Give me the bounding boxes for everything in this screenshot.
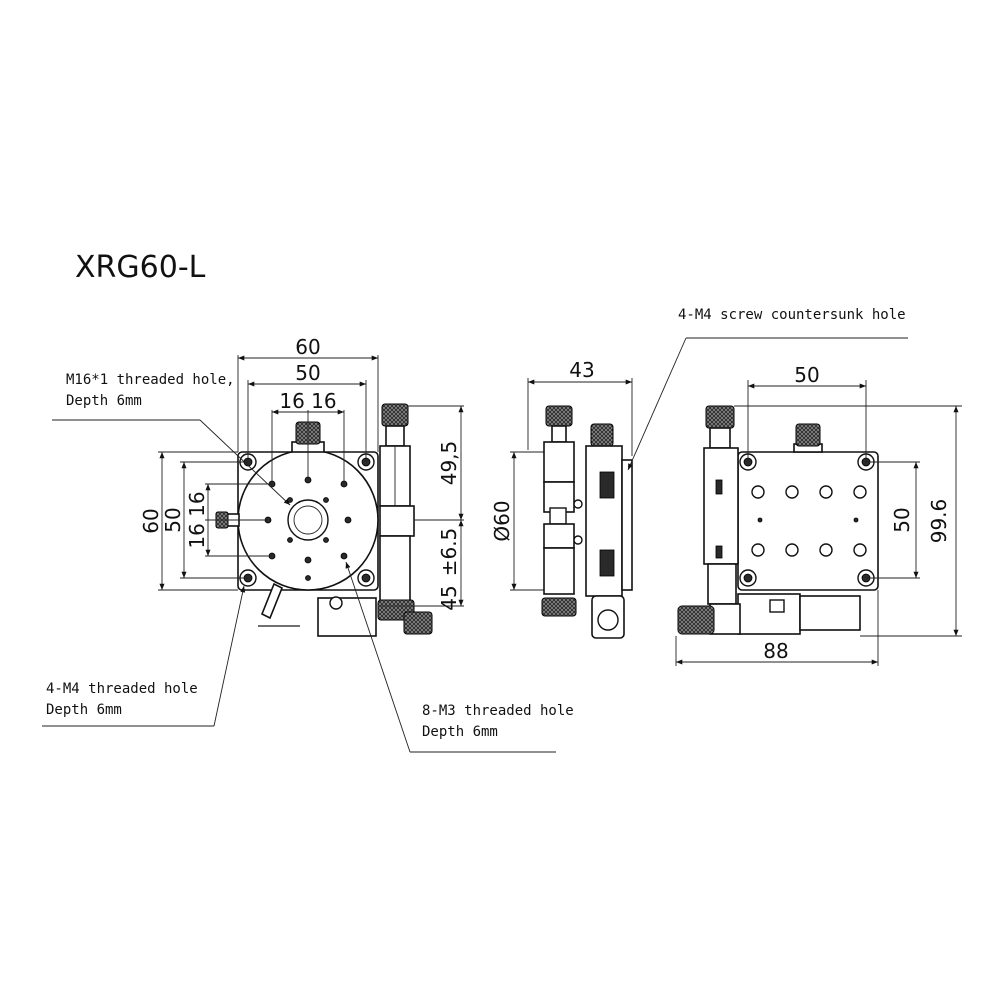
dim-height-16-16: 16 16 xyxy=(185,491,209,548)
rear-micrometer-thimble xyxy=(705,405,735,429)
callout-m16-text: M16*1 threaded hole, xyxy=(66,372,235,388)
side-block-3 xyxy=(543,523,575,549)
callout-m4-threaded: 4-M4 threaded hole Depth 6mm xyxy=(42,585,246,727)
center-hole-inner xyxy=(293,505,323,535)
side-lower-block xyxy=(543,547,575,595)
bottom-micrometer-knob xyxy=(403,611,433,635)
side-upper-block xyxy=(543,441,575,483)
dim-45: 45 xyxy=(437,585,461,610)
dim-height-60: 60 xyxy=(139,508,163,533)
drawing-title: XRG60-L xyxy=(75,250,206,285)
dim-rear-99-6: 99.6 xyxy=(927,499,951,544)
callout-m4-text: 4-M4 threaded hole xyxy=(46,681,198,697)
callout-m3-depth: Depth 6mm xyxy=(422,724,498,740)
dim-depth-43: 43 xyxy=(569,358,594,382)
dim-rear-50-right: 50 xyxy=(890,507,914,532)
dim-height-50: 50 xyxy=(161,507,185,532)
callout-countersunk: 4-M4 screw countersunk hole xyxy=(627,307,908,471)
micrometer-block xyxy=(379,505,415,537)
dim-49-5: 49,5 xyxy=(437,441,461,486)
side-bottom-hole xyxy=(597,609,619,631)
callout-m16: M16*1 threaded hole, Depth 6mm xyxy=(52,372,291,506)
rear-hole-grid xyxy=(751,485,867,557)
side-bearing xyxy=(599,471,615,499)
side-knob-neck xyxy=(551,425,567,443)
rear-knob-top xyxy=(795,423,821,447)
callout-countersunk-text: 4-M4 screw countersunk hole xyxy=(678,307,906,323)
rear-bottom-block-right xyxy=(799,595,861,631)
dim-width-50: 50 xyxy=(295,361,320,385)
dim-rear-50-top: 50 xyxy=(794,363,819,387)
lock-lever xyxy=(260,582,284,620)
callout-m3: 8-M3 threaded hole Depth 6mm xyxy=(345,561,574,753)
rear-bottom-block xyxy=(737,593,801,635)
bottom-block-hole xyxy=(329,596,343,610)
dim-width-16-16: 16 16 xyxy=(279,389,336,413)
side-mid-block xyxy=(543,481,575,513)
dim-width-60: 60 xyxy=(295,335,320,359)
rear-micrometer-sleeve xyxy=(703,447,739,565)
side-knob-bottom xyxy=(541,597,577,617)
dim-diameter-60: Ø60 xyxy=(490,500,514,541)
side-knob-top xyxy=(545,405,573,427)
rear-bottom-knob xyxy=(677,605,715,635)
dim-rear-88: 88 xyxy=(763,639,788,663)
callout-m4-depth: Depth 6mm xyxy=(46,702,122,718)
corner-hole-core xyxy=(361,573,371,583)
callout-m3-text: 8-M3 threaded hole xyxy=(422,703,574,719)
micrometer-neck xyxy=(385,425,405,447)
front-view xyxy=(158,355,464,637)
side-view xyxy=(510,378,633,639)
micrometer-thimble-top xyxy=(381,403,409,427)
callout-m16-depth: Depth 6mm xyxy=(66,393,142,409)
side-stage-rail xyxy=(621,459,633,591)
side-knob-right xyxy=(590,423,614,447)
side-bearing xyxy=(599,549,615,577)
side-window xyxy=(549,507,567,525)
micrometer-lower xyxy=(379,535,411,607)
dim-travel-6-5: ±6.5 xyxy=(437,528,461,577)
bottom-block xyxy=(317,597,377,637)
rear-view xyxy=(675,380,962,666)
